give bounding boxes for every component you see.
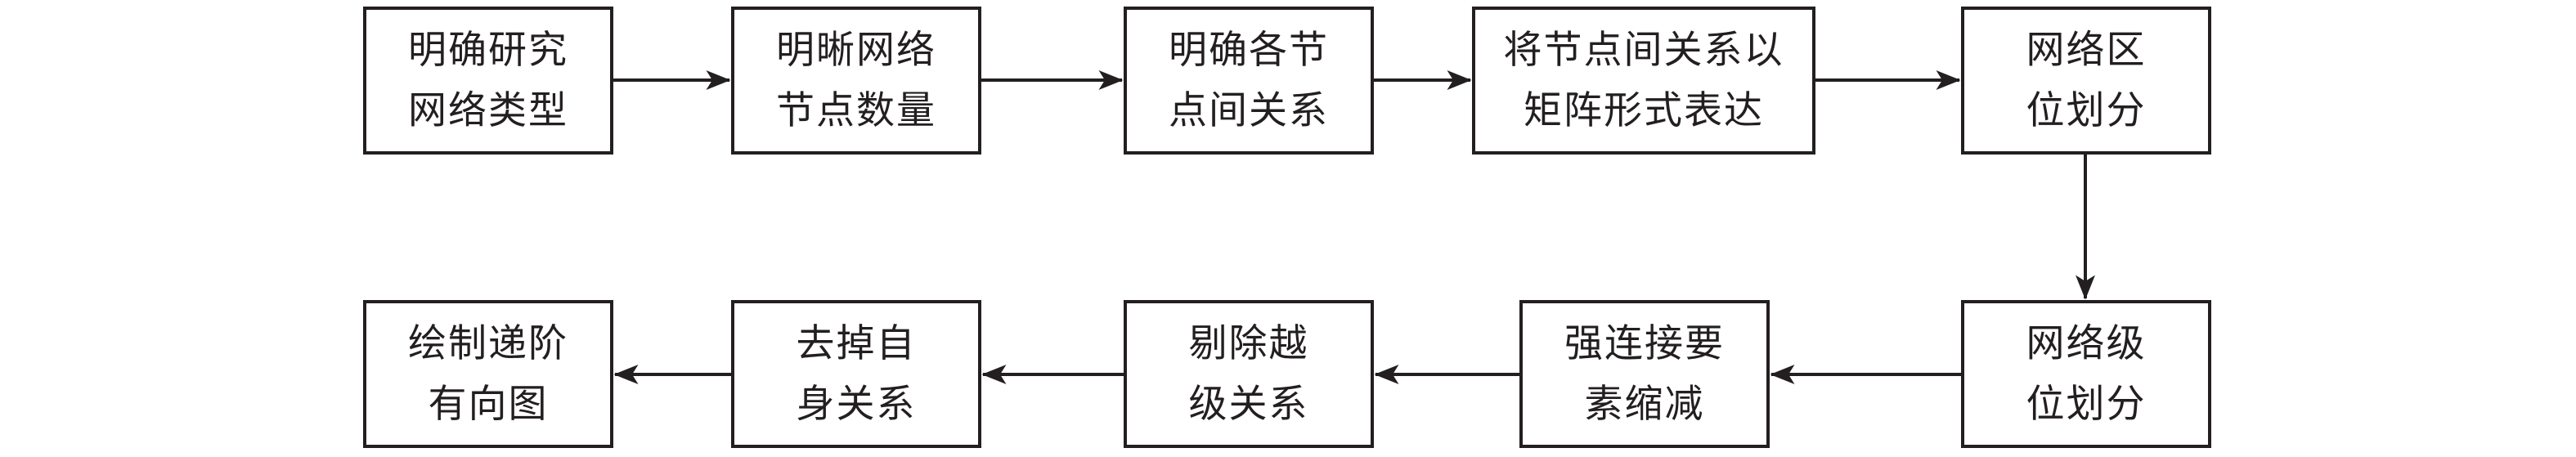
step-express-as-matrix: 将节点间关系以 矩阵形式表达: [1472, 7, 1815, 155]
step-label-line: 身关系: [796, 381, 917, 427]
step-label-line: 网络区: [2026, 27, 2147, 73]
step-clarify-node-relations: 明确各节 点间关系: [1124, 7, 1374, 155]
step-remove-self-relations: 去掉自 身关系: [731, 300, 981, 448]
step-label-line: 去掉自: [796, 320, 917, 366]
step-label-line: 矩阵形式表达: [1524, 87, 1764, 133]
step-label-line: 绘制递阶: [408, 320, 568, 366]
step-label-line: 明确各节: [1169, 27, 1329, 73]
step-label-line: 剔除越: [1188, 320, 1309, 366]
step-region-partition: 网络区 位划分: [1961, 7, 2211, 155]
step-label-line: 网络类型: [408, 87, 568, 133]
step-label-line: 明确研究: [408, 27, 568, 73]
step-label-line: 强连接要: [1564, 320, 1725, 366]
step-draw-hierarchical-digraph: 绘制递阶 有向图: [363, 300, 613, 448]
step-label-line: 位划分: [2026, 381, 2147, 427]
step-label-line: 素缩减: [1584, 381, 1705, 427]
step-label-line: 有向图: [428, 381, 549, 427]
step-label-line: 明晰网络: [776, 27, 936, 73]
step-label-line: 将节点间关系以: [1503, 27, 1784, 73]
step-strong-connection-reduction: 强连接要 素缩减: [1519, 300, 1770, 448]
step-remove-skip-level-relations: 剔除越 级关系: [1124, 300, 1374, 448]
step-label-line: 点间关系: [1169, 87, 1329, 133]
step-clarify-network-type: 明确研究 网络类型: [363, 7, 613, 155]
step-clarify-node-count: 明晰网络 节点数量: [731, 7, 981, 155]
step-label-line: 位划分: [2026, 87, 2147, 133]
step-label-line: 节点数量: [776, 87, 936, 133]
step-label-line: 网络级: [2026, 320, 2147, 366]
step-label-line: 级关系: [1188, 381, 1309, 427]
step-level-partition: 网络级 位划分: [1961, 300, 2211, 448]
